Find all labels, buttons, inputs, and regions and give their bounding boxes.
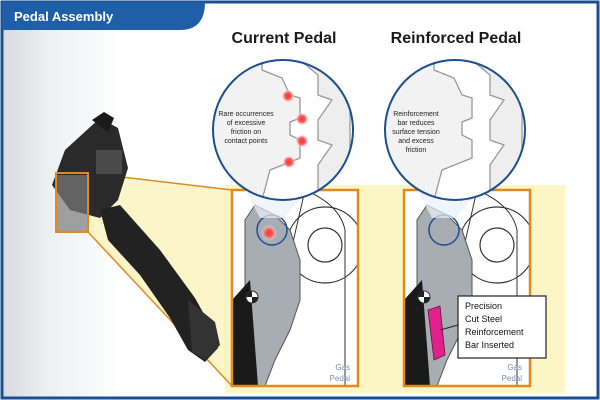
gas-pedal-label-left-2: Pedal bbox=[330, 374, 351, 383]
reinforced-callout-line-1: Reinforcement bbox=[393, 111, 439, 118]
gas-pedal-label-right-1: Gas bbox=[507, 363, 522, 372]
bar-label-line-2: Cut Steel bbox=[465, 314, 502, 324]
current-pedal-panel bbox=[230, 188, 360, 388]
bar-label-line-1: Precision bbox=[465, 301, 502, 311]
bar-label-line-4: Bar Inserted bbox=[465, 340, 514, 350]
projection-line-bottom bbox=[87, 231, 233, 387]
current-callout-line-1: Rare occurrences bbox=[218, 111, 274, 118]
current-callout-line-4: contact points bbox=[224, 138, 268, 145]
current-zoom-circle bbox=[212, 59, 354, 201]
pedal-highlight-box bbox=[55, 172, 89, 233]
bar-label-box bbox=[439, 295, 547, 359]
reinforced-zoom-circle bbox=[384, 59, 526, 201]
header-title: Pedal Assembly bbox=[14, 9, 114, 24]
bar-label-line-3: Reinforcement bbox=[465, 327, 524, 337]
reinforced-callout-line-3: surface tension bbox=[392, 129, 440, 136]
pedal-photo bbox=[52, 112, 220, 362]
header-tab bbox=[2, 2, 205, 30]
reinforced-callout-line-5: friction bbox=[406, 147, 427, 154]
reinforced-callout-line-2: bar reduces bbox=[398, 120, 435, 127]
gas-pedal-label-right-2: Pedal bbox=[502, 374, 523, 383]
reinforced-pedal-title: Reinforced Pedal bbox=[391, 30, 522, 47]
current-callout-line-2: of excessive bbox=[227, 120, 266, 127]
reinforcement-bar bbox=[427, 305, 446, 361]
current-pedal-title: Current Pedal bbox=[232, 30, 337, 47]
current-callout-line-3: friction on bbox=[231, 129, 261, 136]
reinforced-callout-line-4: and excess bbox=[398, 138, 434, 145]
gas-pedal-label-left-1: Gas bbox=[335, 363, 350, 372]
